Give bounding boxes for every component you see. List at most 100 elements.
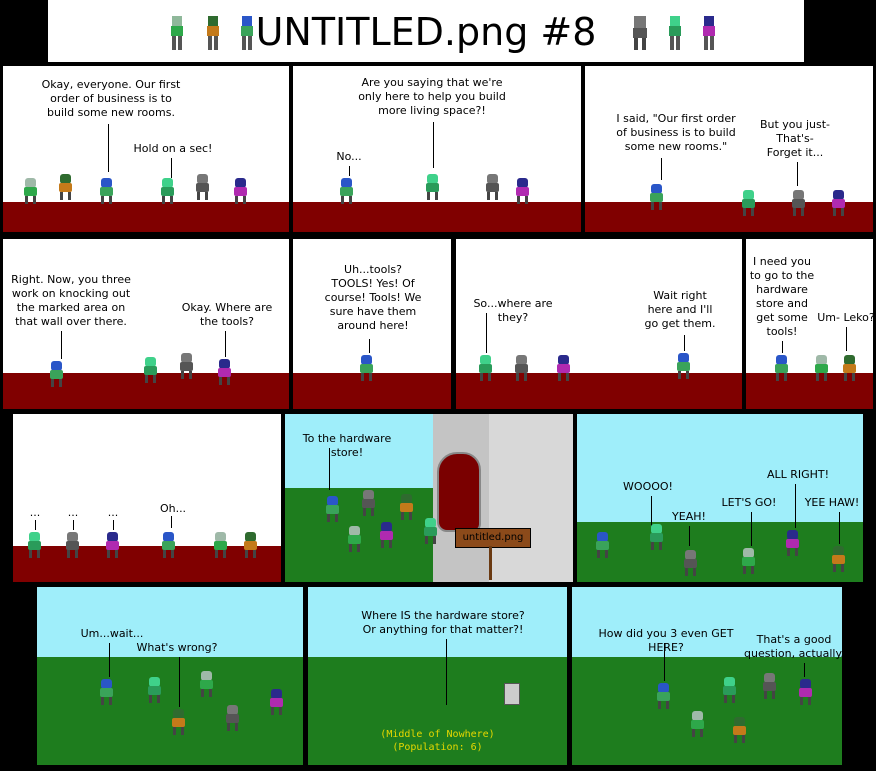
speech-tail [839,512,840,544]
panel-6: So...where are they? Wait right here and… [455,238,743,410]
character-figure [425,174,439,200]
panel-4: Right. Now, you three work on knocking o… [2,238,290,410]
character-figure [683,550,697,576]
speech-bubble: So...where are they? [473,297,553,324]
character-figure [347,526,361,552]
speech-bubble: ... [67,506,79,519]
grass [577,522,863,582]
character-figure [99,679,113,705]
character-figure [656,683,670,709]
sky [308,587,567,659]
speech-tail [486,313,487,353]
character-figure [762,673,776,699]
speech-tail [751,512,752,546]
character-figure [741,190,755,216]
speech-tail [179,657,180,707]
title-characters-right [633,16,715,50]
character-figure [58,174,72,200]
floor [3,202,289,232]
floor [293,373,451,409]
panel-7: I need you to go to the hardware store a… [745,238,874,410]
character-figure [515,178,529,204]
character-figure [842,355,856,381]
character-figure [741,548,755,574]
speech-tail [446,639,447,705]
floor [293,202,581,232]
speech-tail [846,327,847,351]
character-figure [213,532,227,558]
speech-tail [689,526,690,546]
wall-hole [437,452,481,532]
character-figure [514,355,528,381]
character-figure [49,361,63,387]
speech-bubble: ... [107,506,119,519]
speech-tail [171,516,172,528]
speech-bubble: Um- Leko? [817,311,874,324]
character-figure [171,709,185,735]
character-figure [423,518,437,544]
speech-bubble: Okay, everyone. Our first order of busin… [41,78,181,119]
character-figure [676,353,690,379]
speech-tail [73,520,74,530]
character-figure [556,355,570,381]
sign-text: untitled.png [462,532,524,543]
character-figure [243,532,257,558]
panel-5: Uh...tools? TOOLS! Yes! Of course! Tools… [292,238,452,410]
character-figure [195,174,209,200]
speech-tail [113,520,114,530]
panel-13: How did you 3 even GET HERE? That's a go… [571,586,843,766]
speech-tail [349,166,350,176]
speech-tail [664,643,665,681]
panel-8: ... ... ... Oh... [12,413,282,583]
speech-bubble: Uh...tools? TOOLS! Yes! Of course! Tools… [324,263,422,332]
title-characters-left [171,16,253,50]
speech-bubble: That's a good question, actually. [744,633,843,660]
speech-bubble: Right. Now, you three work on knocking o… [11,273,131,328]
grass [37,657,303,765]
character-figure [690,711,704,737]
character-figure [722,677,736,703]
character-figure [217,359,231,385]
character-figure [27,532,41,558]
character-figure [325,496,339,522]
character-figure [179,353,193,379]
character-figure [99,178,113,204]
panel-10: WOOOO! YEAH! LET'S GO! ALL RIGHT! YEE HA… [576,413,864,583]
panel-3: I said, "Our first order of business is … [584,65,874,233]
speech-bubble: Hold on a sec! [133,142,213,155]
speech-bubble: WOOOO! [623,480,673,493]
speech-tail [804,663,805,677]
speech-bubble: But you just- That's- Forget it... [759,118,831,159]
floor [456,373,742,409]
character-figure [831,190,845,216]
character-figure [143,357,157,383]
character-figure [379,522,393,548]
caption-location: (Middle of Nowhere) [380,729,495,740]
speech-tail [797,162,798,186]
character-figure [147,677,161,703]
character-figure [774,355,788,381]
title-bar: UNTITLED.png #8 [48,0,804,62]
character-figure [595,532,609,558]
speech-tail [369,339,370,353]
speech-bubble: Are you saying that we're only here to h… [358,76,506,117]
speech-tail [782,341,783,353]
character-figure [161,532,175,558]
sky [577,414,863,524]
speech-tail [651,496,652,526]
grass [572,657,842,765]
sky [37,587,303,659]
character-figure [339,178,353,204]
speech-tail [35,520,36,530]
character-figure [814,355,828,381]
speech-bubble: Wait right here and I'll go get them. [644,289,716,330]
character-figure [785,530,799,556]
panel-1: Okay, everyone. Our first order of busin… [2,65,290,233]
sign-post [489,546,492,580]
speech-bubble: YEAH! [672,510,706,523]
speech-tail [433,122,434,168]
character-figure [791,190,805,216]
character-figure [65,532,79,558]
grass [308,657,567,765]
character-figure [478,355,492,381]
